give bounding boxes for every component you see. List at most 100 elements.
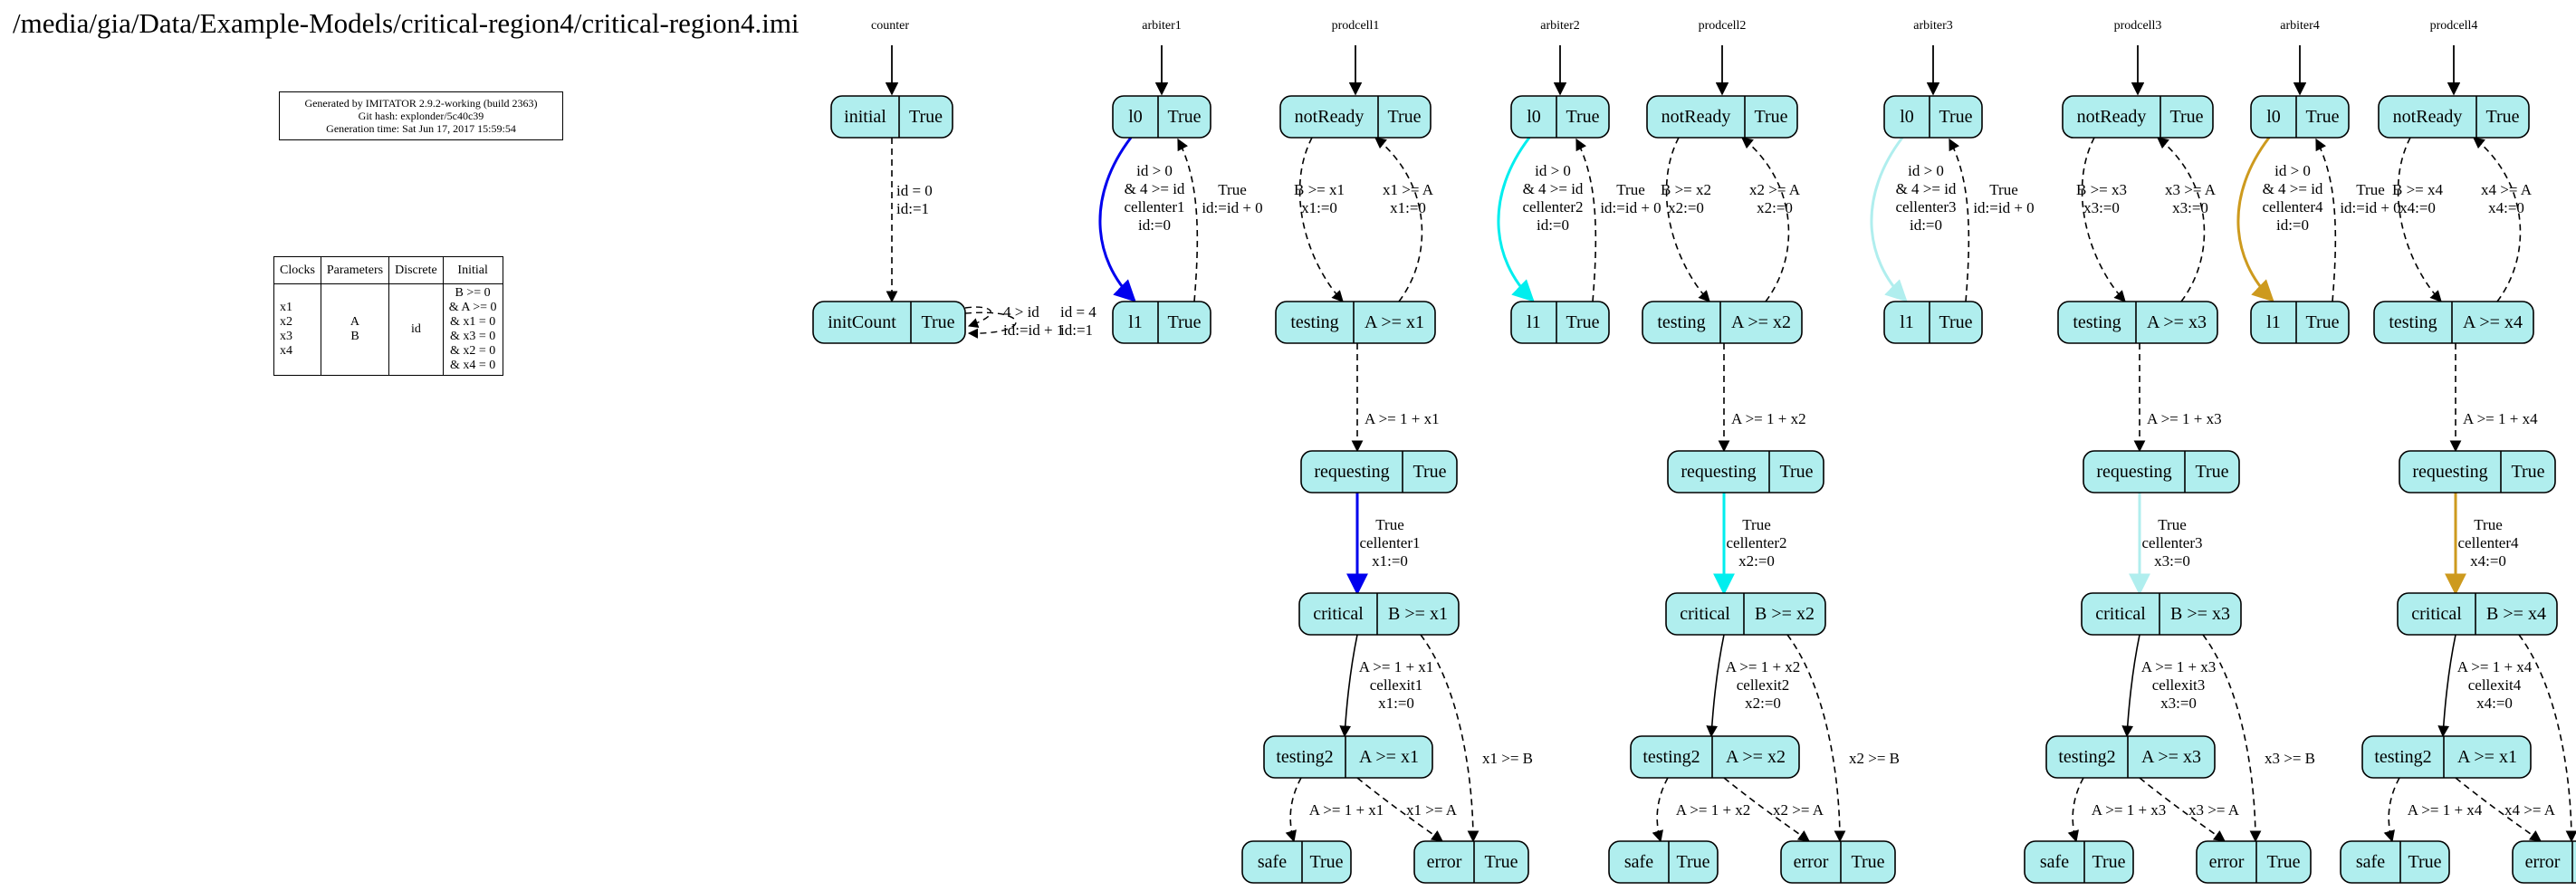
edge-label-line: id > 0 <box>1136 162 1173 179</box>
state-box <box>1510 95 1610 139</box>
edge-label: x2 >= A <box>1773 801 1824 819</box>
state-box <box>1667 450 1824 493</box>
edge-label-line: x1 >= A <box>1406 801 1458 819</box>
state-name: l1 <box>1900 312 1914 332</box>
state-box <box>2045 735 2216 779</box>
edge-label-line: x1 >= A <box>1383 181 1434 198</box>
edge-label-line: x3 >= B <box>2265 750 2315 767</box>
edge-label-line: x1:=0 <box>1390 199 1426 216</box>
acquire-edge <box>1870 137 1908 302</box>
transition-edge <box>2067 777 2084 843</box>
edge-label: A >= 1 + x4 <box>2408 801 2483 819</box>
state-name: safe <box>1258 852 1287 872</box>
state-box <box>1112 301 1211 344</box>
counter-header: counter <box>871 19 909 33</box>
edge-label-line: id:=1 <box>896 200 929 217</box>
edge-label: x3 >= B <box>2265 750 2315 767</box>
edge-label-line: A >= 1 + x4 <box>2463 410 2538 427</box>
edge-label-line: cellenter4 <box>2262 198 2323 216</box>
state-box <box>1642 301 1803 344</box>
edge-label-line: cellexit3 <box>2152 676 2206 694</box>
edge-label-line: id:=id + 0 <box>1202 199 1262 216</box>
transition-edge <box>2139 777 2226 842</box>
edge-label-line: id:=id + 0 <box>1973 199 2034 216</box>
edge-label-line: x2 >= A <box>1749 181 1801 198</box>
edge-label: A >= 1 + x1 <box>1309 801 1384 819</box>
edge-label-line: id = 0 <box>896 182 933 199</box>
edge-label-line: cellenter3 <box>1895 198 1956 216</box>
generation-info-box: Generated by IMITATOR 2.9.2-working (bui… <box>279 91 563 140</box>
state-name: testing <box>1657 312 1705 332</box>
state-box <box>812 301 966 344</box>
transition-edge <box>2518 634 2576 843</box>
state-invariant: True <box>1484 852 1518 872</box>
prodcell-header: prodcell2 <box>1699 19 1747 33</box>
state-invariant: True <box>2195 462 2228 482</box>
state-name: testing2 <box>2058 747 2115 767</box>
edge-label-line: 4 > id <box>1003 303 1039 321</box>
edge-label-line: A >= 1 + x1 <box>1359 658 1434 675</box>
state-box <box>2397 592 2558 636</box>
edge-label-line: & 4 >= id <box>1125 180 1185 197</box>
state-invariant: True <box>1754 107 1787 127</box>
file-path-title: /media/gia/Data/Example-Models/critical-… <box>13 7 800 39</box>
edge-label-line: A >= 1 + x3 <box>2147 410 2222 427</box>
state-invariant: True <box>1779 462 1813 482</box>
initial-cell: B >= 0& A >= 0& x1 = 0& x3 = 0& x2 = 0& … <box>442 283 503 376</box>
edge-label-line: A >= 1 + x2 <box>1731 410 1806 427</box>
state-invariant: True <box>1566 312 1599 332</box>
transition-edge <box>2081 137 2126 302</box>
state-invariant: True <box>2266 852 2300 872</box>
edge-label-line: x3 >= A <box>2188 801 2240 819</box>
edge-label-line: x2:=0 <box>1757 199 1793 216</box>
edge-label: x1 >= A <box>1406 801 1458 819</box>
state-name: safe <box>2040 852 2069 872</box>
edge-label-line: A >= 1 + x1 <box>1365 410 1440 427</box>
state-box <box>1883 301 1983 344</box>
state-invariant: True <box>1939 107 1972 127</box>
edge-label-line: id > 0 <box>2274 162 2311 179</box>
edge-label-line: id:=0 <box>1138 216 1171 234</box>
state-box <box>1241 840 1352 884</box>
state-box <box>2250 301 2350 344</box>
discrete-cell: id <box>388 283 444 376</box>
state-box <box>2062 95 2214 139</box>
state-invariant: B >= x4 <box>2486 604 2546 624</box>
state-invariant: A >= x3 <box>2141 747 2201 767</box>
state-box <box>2378 95 2530 139</box>
edge-label-line: x4:=0 <box>2399 199 2436 216</box>
state-box <box>2081 592 2242 636</box>
transition-edge <box>1285 777 1302 843</box>
edge-label-line: x3 >= A <box>2165 181 2217 198</box>
prodcell-header: prodcell1 <box>1332 19 1380 33</box>
state-invariant: True <box>2511 462 2544 482</box>
state-invariant: True <box>2485 107 2519 127</box>
state-name: l1 <box>1527 312 1541 332</box>
edge-label-line: id > 0 <box>1535 162 1571 179</box>
state-name: l0 <box>1128 107 1143 127</box>
transition-edge <box>1723 777 1811 842</box>
edge-label-line: id:=id + 1 <box>1003 321 1064 339</box>
state-invariant: A >= x2 <box>1726 747 1786 767</box>
edge-label-line: x4 >= A <box>2481 181 2533 198</box>
edge-label: x2 >= B <box>1849 750 1900 767</box>
state-name: critical <box>2095 604 2146 624</box>
state-box <box>2250 95 2350 139</box>
edge-label-line: x2:=0 <box>1745 695 1781 712</box>
